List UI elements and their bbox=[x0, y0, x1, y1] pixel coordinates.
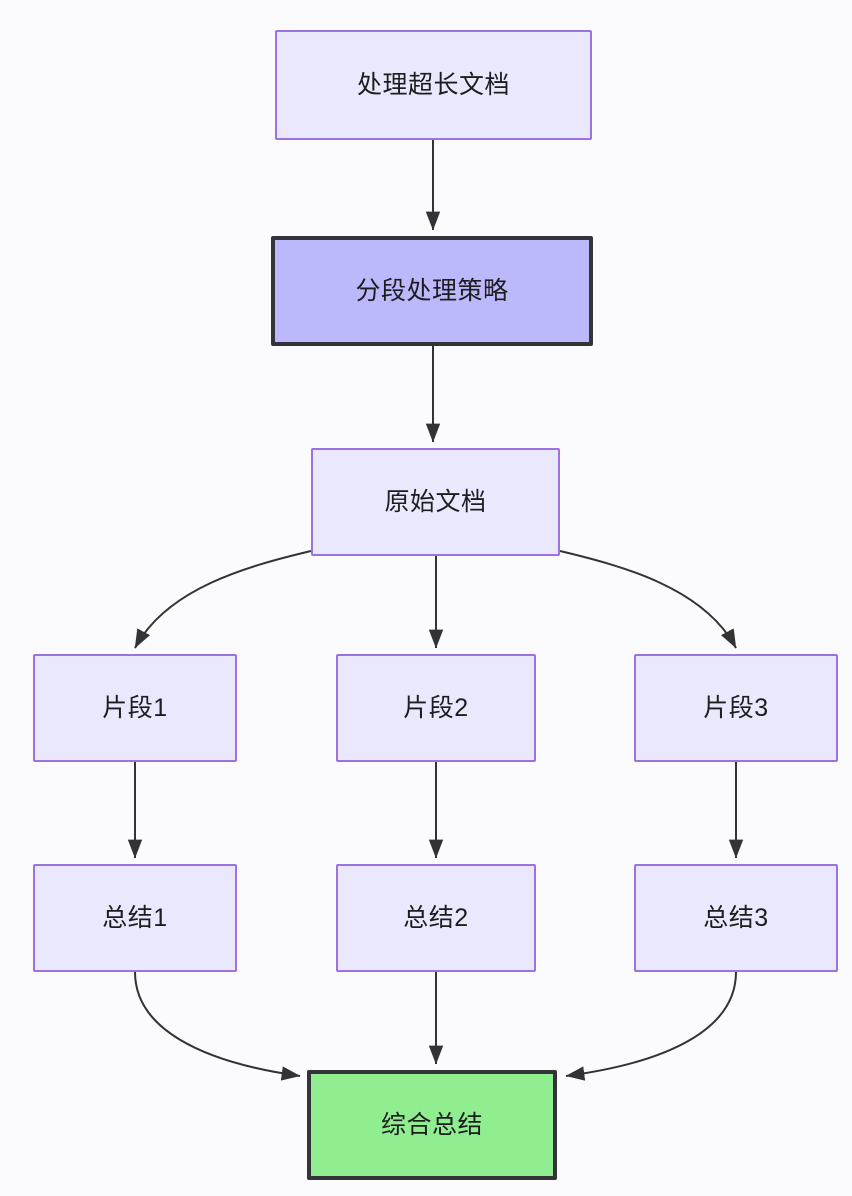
node-label: 片段3 bbox=[703, 694, 769, 722]
node-summary-3[interactable]: 总结3 bbox=[634, 864, 838, 972]
edge-n3-n6 bbox=[559, 550, 737, 649]
edge-n3-n4 bbox=[134, 550, 312, 649]
node-fragment-3[interactable]: 片段3 bbox=[634, 654, 838, 762]
node-label: 片段2 bbox=[403, 694, 469, 722]
node-original-document[interactable]: 原始文档 bbox=[311, 448, 560, 556]
node-label: 分段处理策略 bbox=[355, 277, 509, 305]
node-label: 总结1 bbox=[102, 904, 168, 932]
node-label: 原始文档 bbox=[384, 488, 487, 516]
node-fragment-2[interactable]: 片段2 bbox=[336, 654, 536, 762]
node-process-long-document[interactable]: 处理超长文档 bbox=[275, 30, 592, 140]
node-label: 综合总结 bbox=[380, 1111, 483, 1139]
node-summary-2[interactable]: 总结2 bbox=[336, 864, 536, 972]
node-fragment-1[interactable]: 片段1 bbox=[33, 654, 237, 762]
node-final-summary[interactable]: 综合总结 bbox=[307, 1070, 557, 1180]
node-label: 片段1 bbox=[102, 694, 168, 722]
node-summary-1[interactable]: 总结1 bbox=[33, 864, 237, 972]
node-chunking-strategy[interactable]: 分段处理策略 bbox=[271, 236, 593, 346]
node-label: 总结2 bbox=[403, 904, 469, 932]
edge-n7-n10 bbox=[134, 971, 301, 1081]
edge-n9-n10 bbox=[565, 971, 737, 1081]
node-label: 总结3 bbox=[703, 904, 769, 932]
node-label: 处理超长文档 bbox=[356, 71, 510, 99]
